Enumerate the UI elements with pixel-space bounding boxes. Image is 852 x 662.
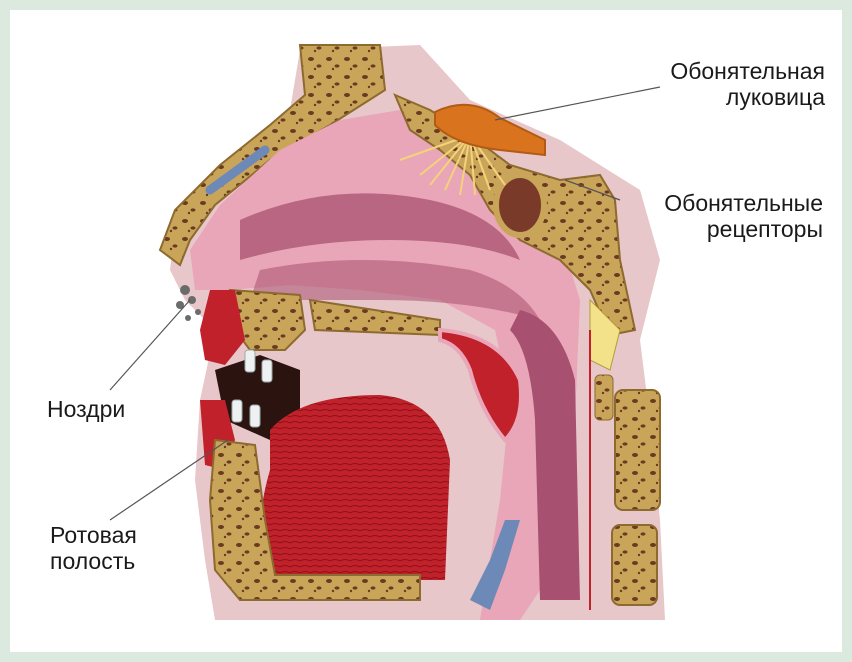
label-olfactory-bulb: Обонятельная луковица [615,58,825,110]
tongue [259,395,450,580]
label-nostrils: Ноздри [47,396,125,422]
label-oral-cavity: Ротовая полость [50,522,137,574]
label-olfactory-receptors: Обонятельные рецепторы [608,190,823,242]
